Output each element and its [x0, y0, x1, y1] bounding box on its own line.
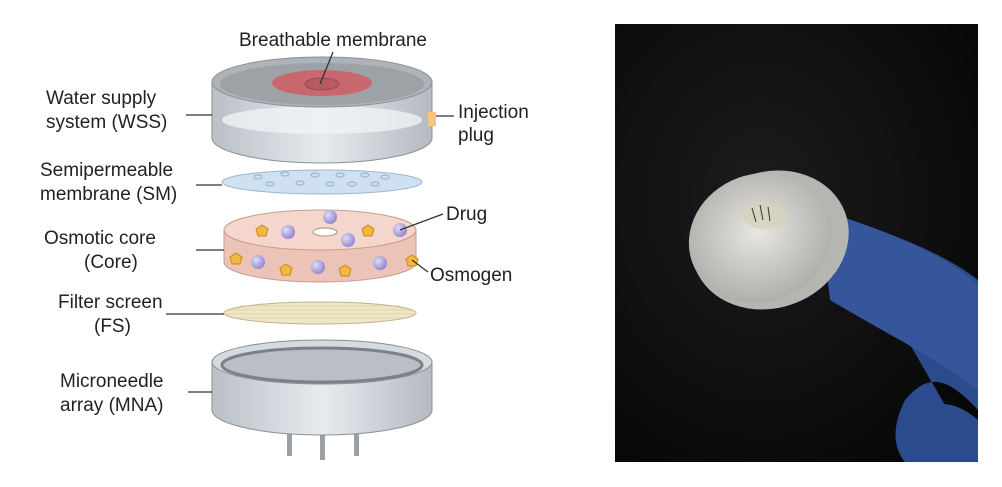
label-mna-line2: array (MNA) [60, 395, 163, 416]
label-injection-line2: plug [458, 125, 494, 146]
label-wss-line1: Water supply [46, 88, 157, 109]
label-fs-line1: Filter screen [58, 292, 163, 313]
filter-screen [223, 301, 417, 325]
drug-particles [251, 210, 407, 274]
label-core-line1: Osmotic core [44, 228, 156, 249]
label-sm-line2: membrane (SM) [40, 184, 177, 205]
label-drug: Drug [446, 204, 487, 225]
injection-plug [428, 112, 436, 126]
label-breathable-membrane: Breathable membrane [239, 30, 427, 51]
label-sm-line1: Semipermeable [40, 160, 173, 181]
leader-lines [166, 51, 454, 393]
label-fs-line2: (FS) [94, 316, 131, 337]
microneedle-array [211, 339, 433, 460]
label-wss-line2: system (WSS) [46, 112, 167, 133]
water-supply-system [211, 56, 436, 164]
label-mna-line1: Microneedle [60, 371, 164, 392]
label-core-line2: (Core) [84, 252, 138, 273]
osmotic-core [223, 209, 419, 283]
semipermeable-membrane [221, 169, 423, 195]
label-injection-line1: Injection [458, 102, 529, 123]
osmogen-particles [229, 224, 419, 277]
label-osmogen: Osmogen [430, 265, 512, 286]
device-photo [615, 24, 978, 462]
